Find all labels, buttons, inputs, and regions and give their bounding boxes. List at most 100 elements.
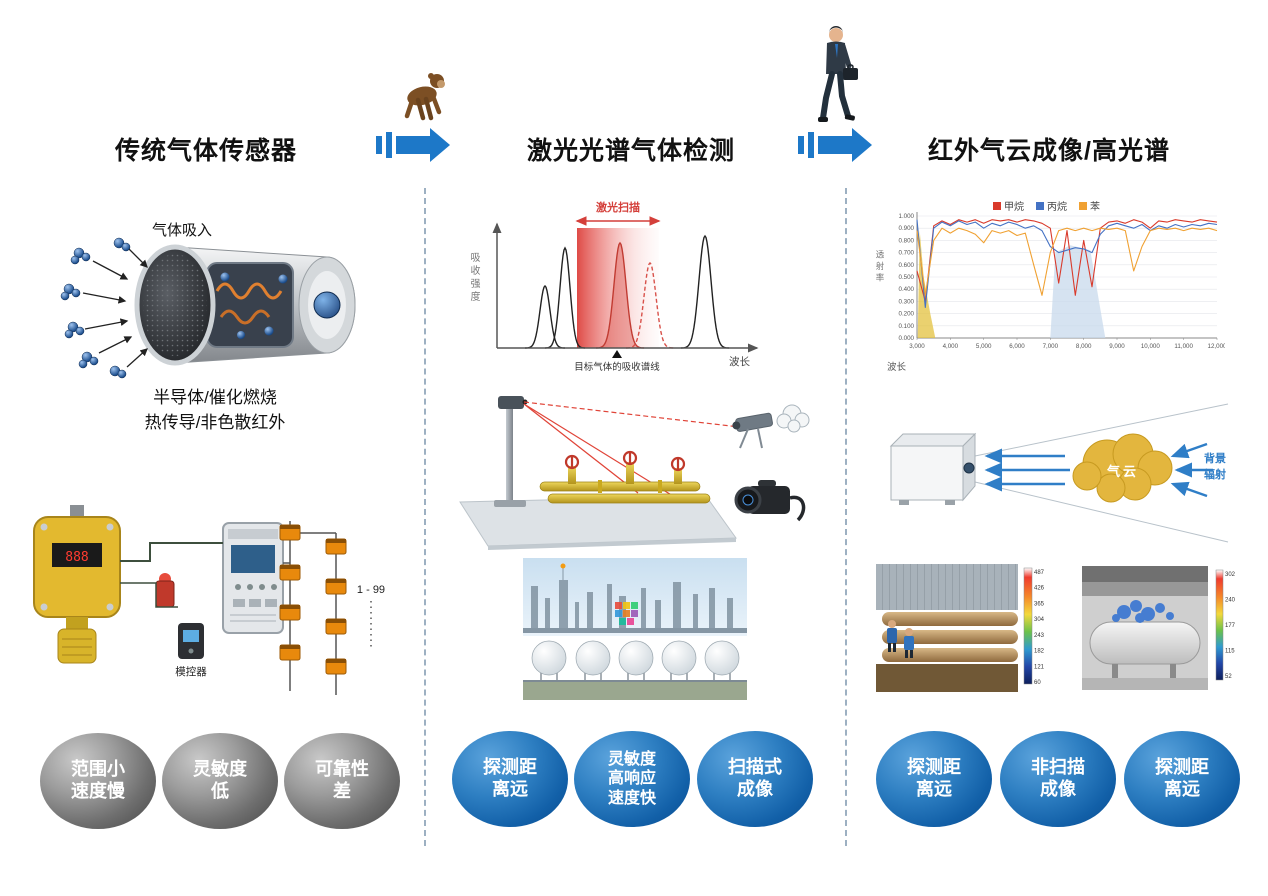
laser-mast [494,396,528,507]
svg-text:115: 115 [1225,649,1235,655]
temperature-colorbar [1215,569,1224,681]
svg-text:426: 426 [1034,586,1045,592]
background-radiation-label-1: 背景 [1204,451,1226,465]
svg-text:9,000: 9,000 [1109,343,1125,350]
laser-beams [523,401,749,497]
sensor-cylinder [134,244,356,366]
gas-cloud-sketch [776,404,810,433]
svg-text:487: 487 [1034,570,1045,576]
svg-text:0.600: 0.600 [899,262,915,269]
svg-text:6,000: 6,000 [1009,343,1025,350]
infrared-camera [734,480,806,522]
arrow-bar [808,132,814,158]
badge-low-sensitivity: 灵敏度低 [162,733,278,829]
svg-text:1.000: 1.000 [899,213,915,220]
sensor-technology-text: 半导体/催化燃烧 热传导/非色散红外 [75,386,355,435]
svg-text:11,000: 11,000 [1174,343,1193,350]
catalytic-sensor-illustration [60,237,356,379]
column-title-infrared: 红外气云成像/高光谱 [928,137,1170,165]
gas-cloud-label: 气云 [1107,464,1139,479]
intake-arrows [82,248,148,368]
svg-text:0.900: 0.900 [899,225,915,232]
svg-text:60: 60 [1034,680,1041,686]
remote-scanner [732,412,773,449]
svg-text:0.500: 0.500 [899,274,915,281]
column-separator-1 [424,188,426,846]
badge-long-range-ir-1: 探测距离远 [876,731,992,827]
svg-text:10,000: 10,000 [1141,343,1160,350]
legend-item: 丙烷 [1036,198,1067,213]
fov-line-bottom [974,481,1229,543]
svg-text:7,000: 7,000 [1043,343,1059,350]
absorption-xaxis-label: 波长 [729,355,750,368]
handheld-monitor [178,623,204,659]
arrow-shaft [818,136,852,154]
svg-text:12,000: 12,000 [1208,343,1225,350]
refinery-photo [523,558,747,700]
svg-text:0.400: 0.400 [899,286,915,293]
badge-long-range-laser: 探测距离远 [452,731,568,827]
svg-text:0.000: 0.000 [899,335,915,342]
badge-non-scanning-imaging: 非扫描成像 [1000,731,1116,827]
alarm-strobe [155,573,175,608]
refinery-towers [523,580,747,633]
gas-cloud [1072,433,1173,503]
warehouse-wall [876,564,1018,610]
evolution-arrow-1 [376,128,450,162]
evolution-arrow-2 [798,128,872,162]
laser-scanning-scene [459,396,810,550]
svg-text:52: 52 [1225,674,1232,680]
background-radiation-label-2: 辐射 [1204,467,1226,481]
svg-text:182: 182 [1034,649,1045,655]
svg-text:0.100: 0.100 [899,323,915,330]
svg-text:302: 302 [1225,572,1236,578]
flare [560,563,566,569]
controller-label: 模控器 [175,665,207,678]
arrow-bar [798,136,804,154]
detector-system-illustration: 888 模控器 [33,505,385,695]
background-radiation-arrows [1170,442,1213,498]
svg-text:0.200: 0.200 [899,311,915,318]
svg-text:5,000: 5,000 [976,343,992,350]
svg-text:304: 304 [1034,617,1045,623]
scan-label: 激光扫描 [596,200,640,214]
arrow-bar [386,132,392,158]
transmission-yaxis-label: 透射率 [875,250,885,285]
ground [876,664,1018,692]
svg-text:177: 177 [1225,623,1236,629]
badge-long-range-ir-2: 探测距离远 [1124,731,1240,827]
svg-text:888: 888 [65,550,88,565]
gas-cloud-imaging-scene: 气云 背景 辐射 [889,403,1229,543]
column-separator-2 [845,188,847,846]
businessman-icon [818,26,858,122]
gas-molecules [60,237,131,379]
temperature-colorbar [1023,567,1033,685]
badge-poor-reliability: 可靠性差 [284,733,400,829]
legend-item: 苯 [1079,198,1100,213]
svg-text:3,000: 3,000 [909,343,925,350]
svg-text:8,000: 8,000 [1076,343,1092,350]
legend-item: 甲烷 [993,198,1024,213]
arrow-shaft [396,136,430,154]
imaging-camera [889,432,977,505]
infrared-transmission-chart: 波长 1.0000.9000.8000.7000.6000.5000.4000.… [887,212,1225,373]
alarm-controller [222,522,284,634]
watermark-blocks [615,602,638,625]
gas-pipes [539,450,711,504]
pipes [882,612,1018,662]
radiation-to-camera-arrows [984,448,1070,492]
detector-network: 1 - 99 [279,524,385,675]
storage-tank [1089,621,1201,678]
detector-count-label: 1 - 99 [357,584,385,596]
badge-scanning-imaging: 扫描式成像 [697,731,813,827]
svg-text:4,000: 4,000 [943,343,959,350]
column-title-traditional: 传统气体传感器 [115,137,298,165]
transmission-xaxis-label: 波长 [887,361,907,373]
fixed-gas-detector: 888 [33,505,121,664]
svg-text:243: 243 [1034,633,1045,639]
